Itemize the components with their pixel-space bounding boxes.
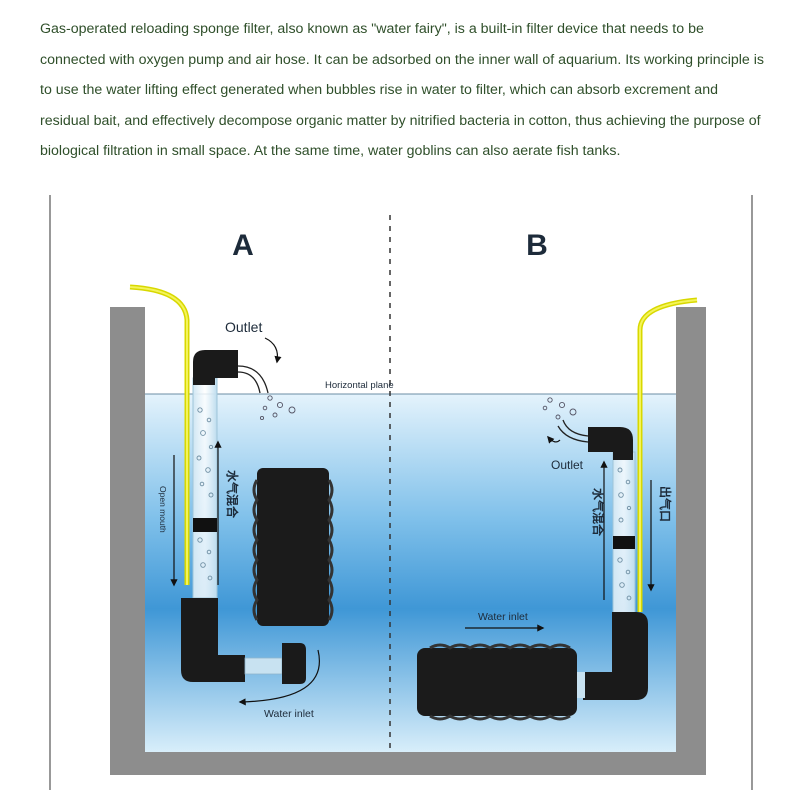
a-outlet-elbow: [193, 350, 238, 385]
a-connector-tube: [244, 657, 283, 675]
b-connector-tube: [577, 672, 585, 698]
b-air-inlet-label: 出气口: [658, 486, 673, 522]
a-tube-bubbles: [196, 407, 214, 581]
b-collar: [613, 536, 635, 549]
a-lift-tube: [192, 377, 218, 599]
b-outlet-stream-2: [557, 425, 589, 443]
b-lift-tube: [612, 451, 636, 618]
b-outlet-arrow: [547, 435, 561, 444]
a-bottom-elbow: [181, 598, 245, 682]
a-surface-bubbles: [259, 395, 296, 421]
b-tube-bubbles: [617, 467, 632, 601]
intro-paragraph: Gas-operated reloading sponge filter, al…: [40, 21, 764, 159]
b-sponge-filter: [417, 643, 577, 721]
intro-description: Gas-operated reloading sponge filter, al…: [40, 14, 770, 167]
b-air-hose-highlight: [639, 299, 698, 612]
b-surface-bubbles: [542, 397, 577, 420]
a-sponge-filter: [252, 468, 334, 626]
a-air-hose-highlight: [129, 286, 188, 585]
horizontal-plane-label: Horizontal plane: [325, 380, 394, 391]
b-outlet-stream: [562, 419, 589, 437]
b-water-inlet-label: Water inlet: [478, 611, 528, 623]
a-outlet-stream: [237, 365, 269, 394]
b-water-air-mix-label: 水气混合: [591, 488, 606, 537]
b-outlet-elbow: [588, 427, 633, 460]
a-water-inlet-label: Water inlet: [264, 708, 314, 720]
a-outlet-stream-2: [237, 371, 261, 394]
a-outlet-arrow: [264, 337, 282, 364]
a-outlet-label: Outlet: [225, 319, 262, 335]
b-outlet-label: Outlet: [551, 458, 584, 472]
a-sponge-connector: [282, 643, 306, 684]
panel-a-label: A: [232, 229, 254, 262]
a-open-mouth-label: Open mouth: [158, 486, 168, 533]
a-collar: [193, 518, 217, 532]
a-inlet-arrow: [238, 649, 320, 706]
b-bottom-elbow: [583, 612, 648, 700]
panel-b-label: B: [526, 229, 548, 262]
a-water-air-mix-label: 水气混合: [225, 470, 240, 519]
